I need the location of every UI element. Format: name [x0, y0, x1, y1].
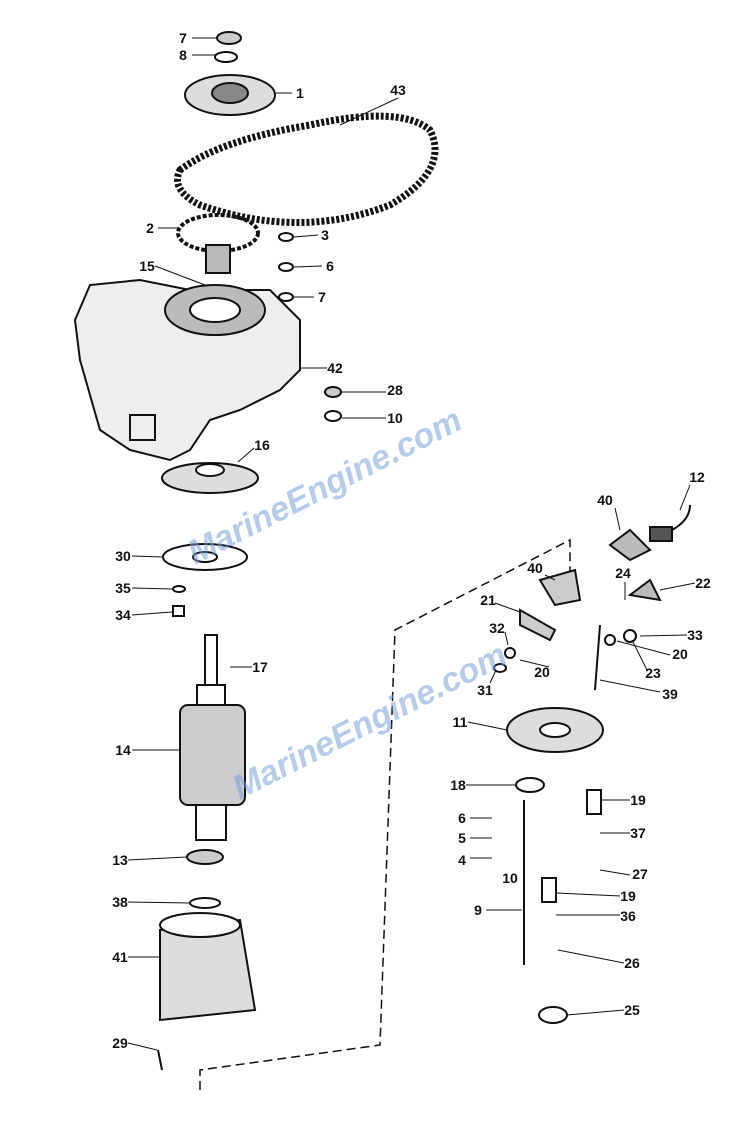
- part-label: 10: [502, 870, 518, 886]
- part-label: 24: [615, 565, 631, 581]
- part-label: 4: [458, 852, 466, 868]
- part-label: 40: [527, 560, 543, 576]
- part-label: 13: [112, 852, 128, 868]
- bearing-13-38: [186, 849, 224, 909]
- part-label: 21: [480, 592, 496, 608]
- gear-2: [176, 213, 260, 274]
- part-label: 19: [630, 792, 646, 808]
- bolts-and-parts: [493, 624, 637, 1024]
- part-label: 20: [534, 664, 550, 680]
- part-label: 22: [695, 575, 711, 591]
- part-label: 5: [458, 830, 466, 846]
- part-label: 42: [327, 360, 343, 376]
- part-label: 38: [112, 894, 128, 910]
- pin-29: [157, 1049, 163, 1071]
- timing-belt-43: [174, 112, 439, 226]
- part-label: 33: [687, 627, 703, 643]
- washer-8: [214, 51, 238, 63]
- part-label: 26: [624, 955, 640, 971]
- end-plate-11: [506, 707, 604, 753]
- part-label: 40: [597, 492, 613, 508]
- part-label: 11: [452, 714, 468, 730]
- brush-parts: [519, 504, 691, 642]
- part-label: 39: [662, 686, 678, 702]
- part-label: 25: [624, 1002, 640, 1018]
- part-label: 35: [115, 580, 131, 596]
- part-label: 17: [252, 659, 268, 675]
- part-label: 10: [387, 410, 403, 426]
- part-label: 2: [146, 220, 154, 236]
- part-label: 34: [115, 607, 131, 623]
- part-label: 36: [620, 908, 636, 924]
- part-label: 7: [179, 30, 187, 46]
- part-label: 23: [645, 665, 661, 681]
- part-label: 31: [477, 682, 493, 698]
- part-label: 9: [474, 902, 482, 918]
- armature-14: [179, 634, 246, 841]
- part-label: 7: [318, 289, 326, 305]
- dashed-outline: [199, 538, 571, 1090]
- nut-7: [216, 31, 242, 45]
- part-label: 14: [115, 742, 131, 758]
- part-label: 32: [489, 620, 505, 636]
- leader-lines: [127, 37, 696, 1051]
- part-label: 30: [115, 548, 131, 564]
- plate-16: [161, 462, 259, 494]
- part-label: 15: [139, 258, 155, 274]
- part-label: 18: [450, 777, 466, 793]
- part-label: 43: [390, 82, 406, 98]
- bracket-42: [73, 278, 301, 462]
- part-label: 28: [387, 382, 403, 398]
- part-label: 6: [326, 258, 334, 274]
- part-label: 1: [296, 85, 304, 101]
- part-label: 8: [179, 47, 187, 63]
- part-label: 16: [254, 437, 270, 453]
- part-label: 27: [632, 866, 648, 882]
- part-label: 12: [689, 469, 705, 485]
- small-parts-3-6-7-28-10: [278, 232, 342, 422]
- part-label: 19: [620, 888, 636, 904]
- part-label: 37: [630, 825, 646, 841]
- part-label: 20: [672, 646, 688, 662]
- part-label: 41: [112, 949, 128, 965]
- small-parts-35-34: [172, 585, 186, 617]
- part-label: 6: [458, 810, 466, 826]
- part-label: 3: [321, 227, 329, 243]
- housing-41: [159, 912, 257, 1022]
- pulley-cover-1: [184, 74, 276, 116]
- part-label: 29: [112, 1035, 128, 1051]
